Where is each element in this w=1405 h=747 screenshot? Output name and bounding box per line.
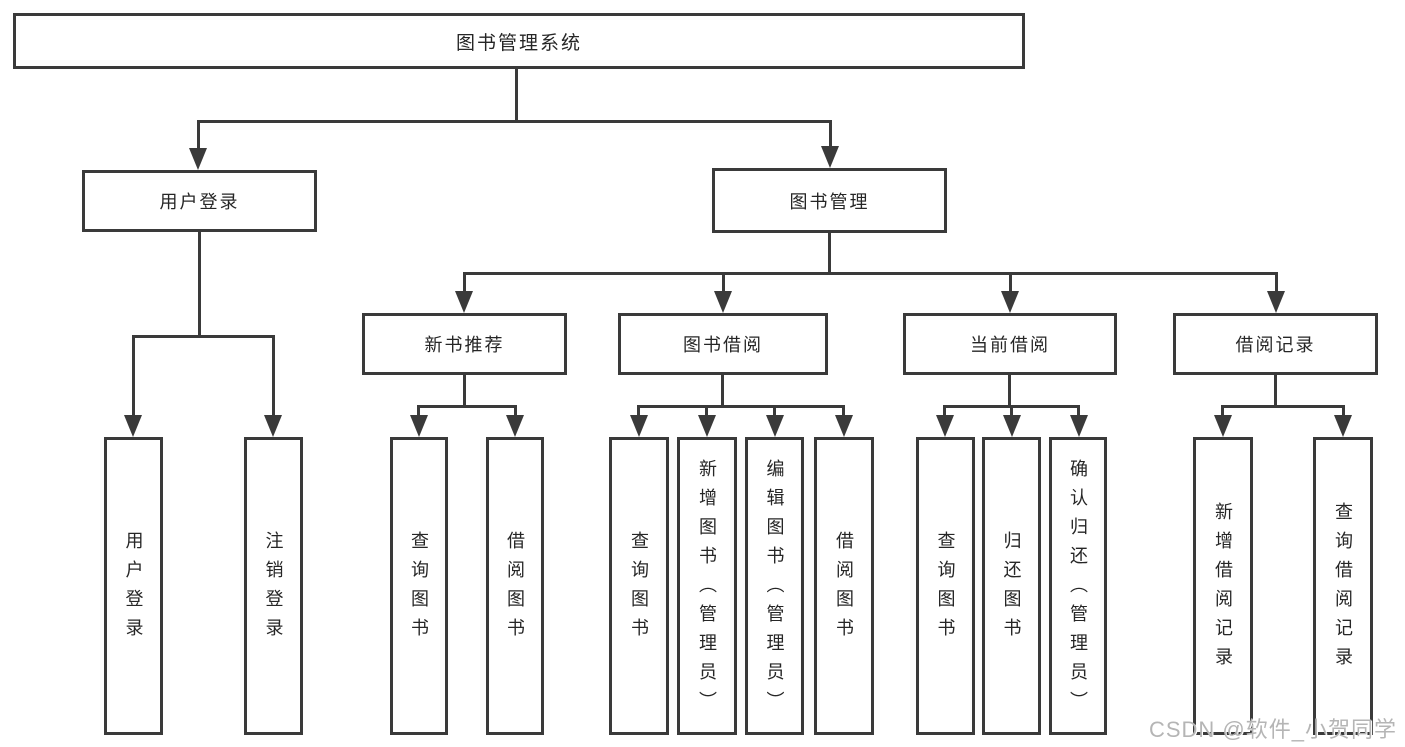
connector-arrow (506, 415, 524, 437)
connector-arrow (714, 291, 732, 313)
connector-line (514, 405, 517, 417)
connector-line (1077, 405, 1080, 417)
node-book-mgmt: 图书管理 (712, 168, 947, 233)
connector-line (1221, 405, 1224, 417)
connector-arrow (124, 415, 142, 437)
leaf-return-book: 归还图书 (982, 437, 1041, 735)
connector-line (773, 405, 776, 417)
connector-line (828, 233, 831, 272)
connector-line (417, 405, 420, 417)
connector-line (637, 405, 640, 417)
leaf-add-book-admin: 新增图书（管理员） (677, 437, 737, 735)
connector-arrow (630, 415, 648, 437)
connector-line (1274, 375, 1277, 405)
connector-line (515, 69, 518, 120)
connector-arrow (1334, 415, 1352, 437)
connector-line (197, 120, 832, 123)
connector-arrow (835, 415, 853, 437)
connector-line (1008, 375, 1011, 405)
node-book-borrow: 图书借阅 (618, 313, 828, 375)
connector-arrow (1001, 291, 1019, 313)
leaf-query-borrow-record: 查询借阅记录 (1313, 437, 1373, 735)
leaf-logout: 注销登录 (244, 437, 303, 735)
connector-arrow (189, 148, 207, 170)
connector-line (463, 375, 466, 405)
connector-arrow (1267, 291, 1285, 313)
connector-line (132, 335, 135, 417)
connector-arrow (1003, 415, 1021, 437)
leaf-query-book-current: 查询图书 (916, 437, 975, 735)
connector-line (722, 272, 725, 293)
connector-arrow (821, 146, 839, 168)
leaf-query-book-newrec: 查询图书 (390, 437, 448, 735)
connector-line (705, 405, 708, 417)
connector-line (1221, 405, 1345, 408)
connector-line (1009, 272, 1012, 293)
connector-arrow (698, 415, 716, 437)
connector-line (1342, 405, 1345, 417)
connector-arrow (766, 415, 784, 437)
leaf-add-borrow-record: 新增借阅记录 (1193, 437, 1253, 735)
leaf-query-book-borrow: 查询图书 (609, 437, 669, 735)
node-root: 图书管理系统 (13, 13, 1025, 69)
connector-line (1275, 272, 1278, 293)
leaf-borrow-book-borrow: 借阅图书 (814, 437, 874, 735)
connector-line (943, 405, 946, 417)
leaf-borrow-book-newrec: 借阅图书 (486, 437, 544, 735)
connector-arrow (410, 415, 428, 437)
connector-arrow (1214, 415, 1232, 437)
node-new-book-rec: 新书推荐 (362, 313, 567, 375)
connector-line (197, 120, 200, 150)
connector-arrow (936, 415, 954, 437)
node-borrow-records: 借阅记录 (1173, 313, 1378, 375)
connector-line (463, 272, 466, 293)
connector-line (829, 120, 832, 148)
connector-line (198, 232, 201, 335)
connector-line (842, 405, 845, 417)
connector-line (272, 335, 275, 417)
connector-line (1010, 405, 1013, 417)
leaf-edit-book-admin: 编辑图书（管理员） (745, 437, 804, 735)
leaf-confirm-return-admin: 确认归还（管理员） (1049, 437, 1107, 735)
connector-arrow (264, 415, 282, 437)
connector-arrow (1070, 415, 1088, 437)
leaf-user-login: 用户登录 (104, 437, 163, 735)
connector-line (721, 375, 724, 405)
node-current-borrow: 当前借阅 (903, 313, 1117, 375)
connector-line (417, 405, 517, 408)
connector-line (637, 405, 845, 408)
connector-line (463, 272, 1278, 275)
connector-line (132, 335, 275, 338)
csdn-watermark: CSDN @软件_小贺同学 (1148, 717, 1397, 742)
connector-arrow (455, 291, 473, 313)
node-user-login: 用户登录 (82, 170, 317, 232)
